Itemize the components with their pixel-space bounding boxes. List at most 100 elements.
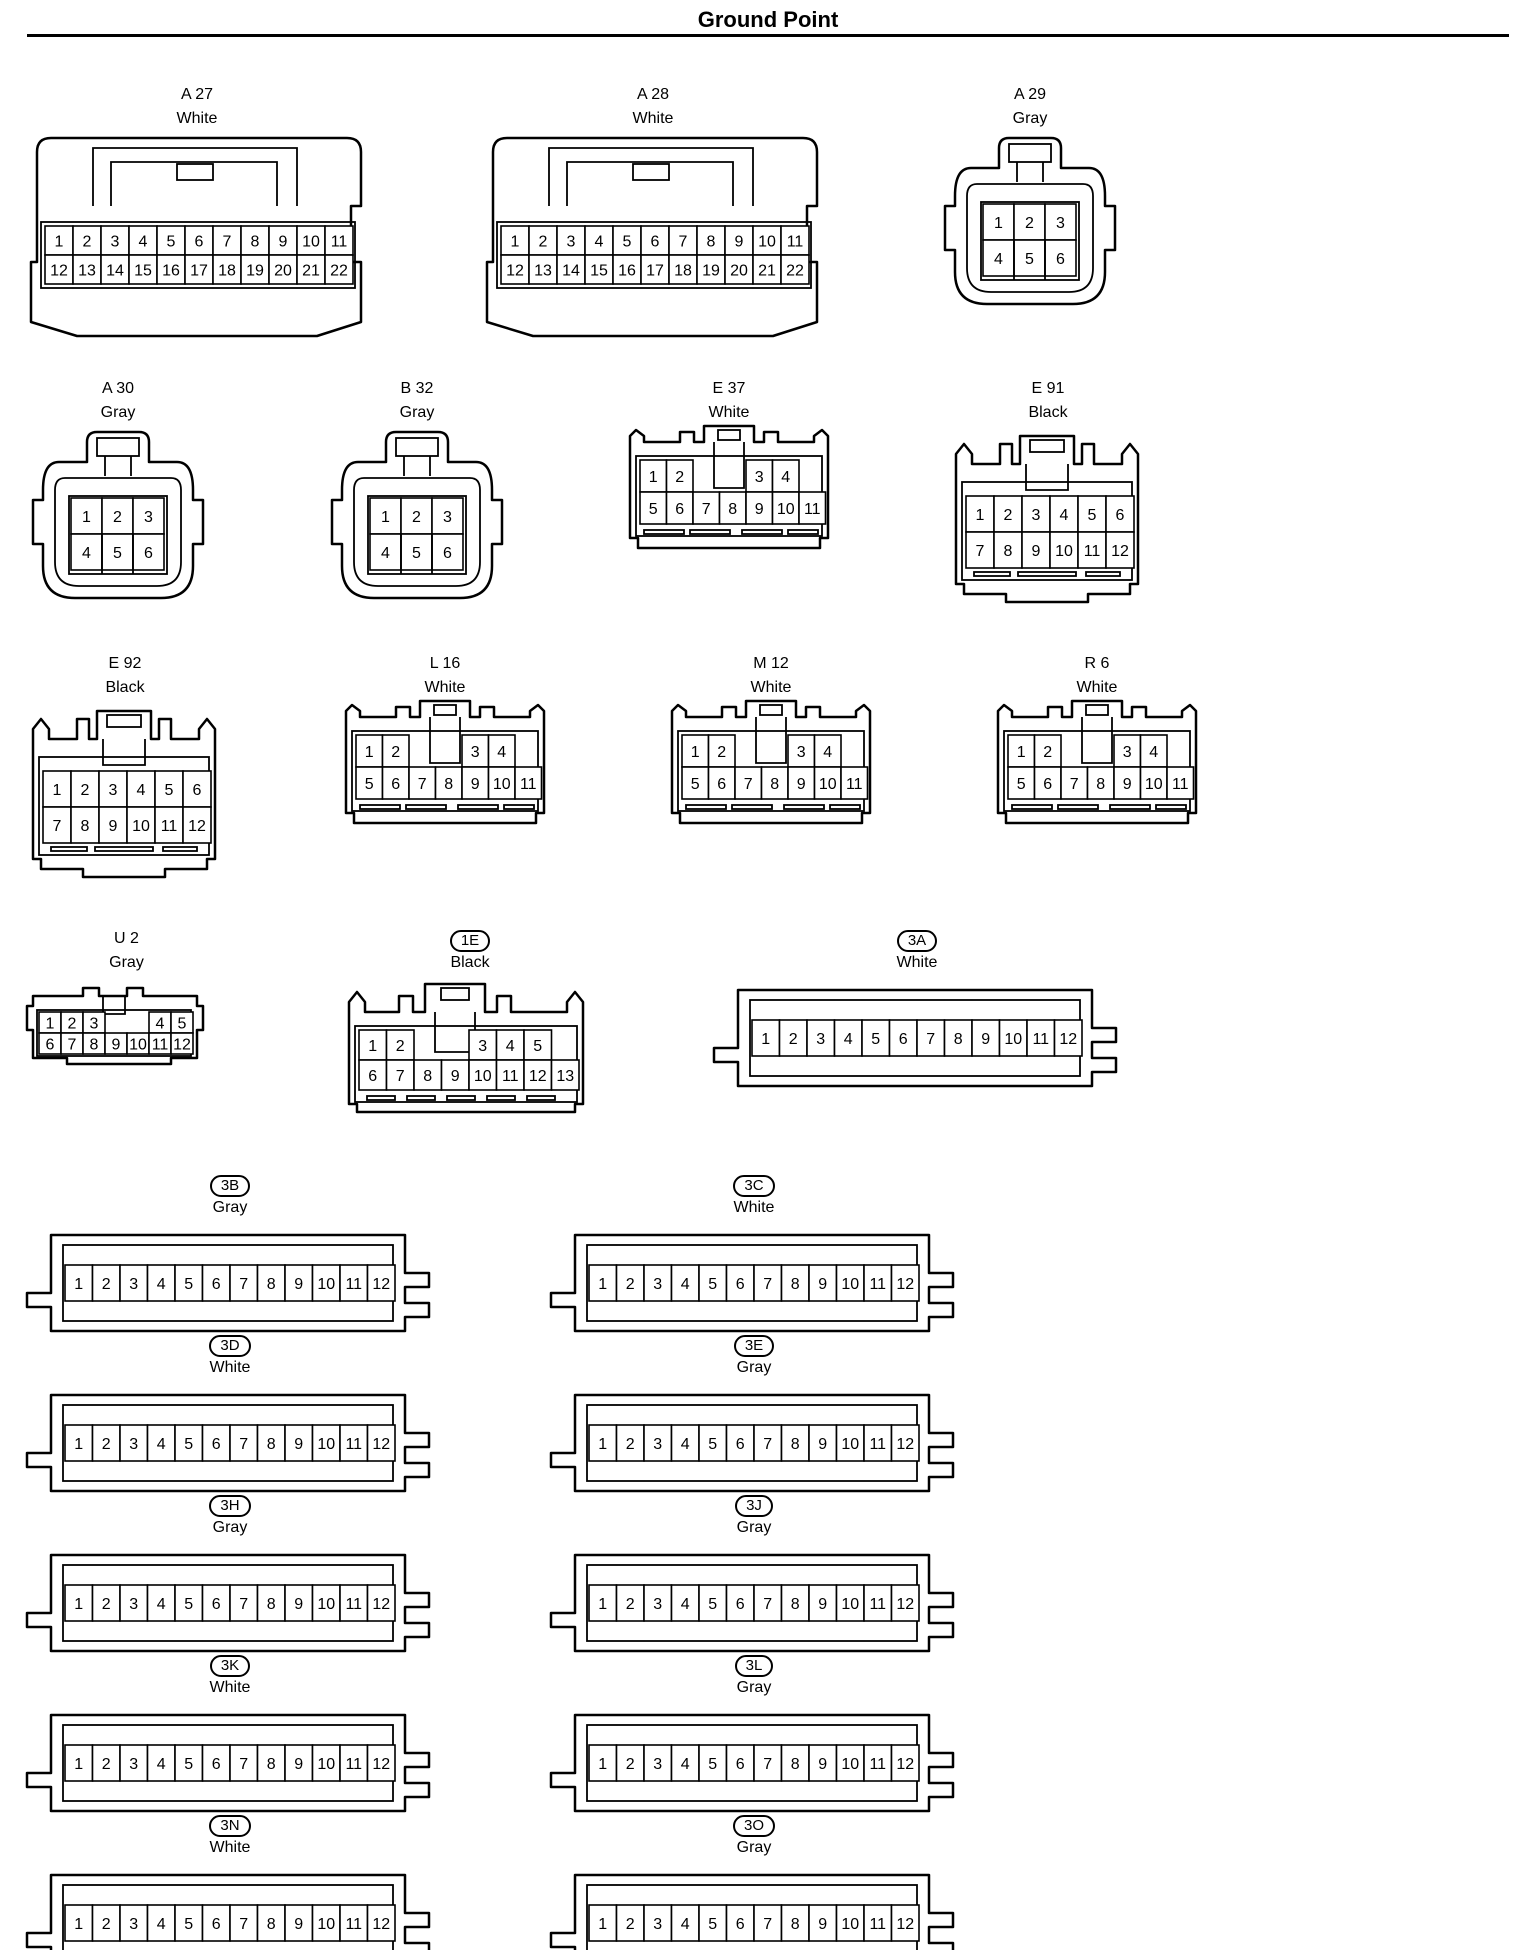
pin-number: 7 <box>1070 776 1079 793</box>
pin-number: 5 <box>412 545 421 562</box>
pin-number: 8 <box>791 1276 800 1293</box>
pin-cell <box>798 491 827 525</box>
pin-number: 5 <box>184 1756 193 1773</box>
pin-number: 1 <box>598 1596 607 1613</box>
pin-cell <box>707 734 736 768</box>
pin-number: 10 <box>841 1756 859 1773</box>
pin-number: 6 <box>212 1276 221 1293</box>
pin-number: 19 <box>246 263 264 280</box>
connector-color: Gray <box>736 1359 772 1376</box>
connector-code-oval: 3K <box>209 1655 251 1677</box>
pin-cell <box>745 459 774 493</box>
pin-number: 12 <box>372 1436 390 1453</box>
pin-number: 10 <box>317 1436 335 1453</box>
pin-number: 8 <box>81 818 90 835</box>
pin-number: 10 <box>132 818 150 835</box>
connector-code-oval: 3A <box>896 930 938 952</box>
pin-number: 6 <box>368 1068 377 1085</box>
pin-cell <box>698 1264 728 1302</box>
pin-number: 11 <box>804 501 821 518</box>
connector-code-text: A 29 <box>1013 86 1047 103</box>
connector-code: M 12 <box>666 655 876 679</box>
pin-number: 1 <box>74 1756 83 1773</box>
pin-number: 22 <box>330 263 348 280</box>
connector-color: Gray <box>1012 110 1048 127</box>
pin-cell <box>753 1584 783 1622</box>
pin-number: 13 <box>534 263 552 280</box>
pin-cell <box>890 1264 920 1302</box>
pin-number: 9 <box>112 1037 121 1054</box>
pin-number: 7 <box>702 501 711 518</box>
pin-cell <box>1060 766 1089 800</box>
pin-cell <box>366 1424 396 1462</box>
pin-number: 17 <box>646 263 664 280</box>
pin-number: 10 <box>493 776 511 793</box>
pin-number: 4 <box>139 234 148 251</box>
pin-number: 2 <box>626 1596 635 1613</box>
pin-number: 2 <box>113 509 122 526</box>
pin-number: 4 <box>157 1276 166 1293</box>
pin-cell <box>324 254 354 285</box>
pin-number: 6 <box>1056 251 1065 268</box>
pin-number: 2 <box>626 1916 635 1933</box>
pin-number: 4 <box>157 1596 166 1613</box>
pin-cell <box>256 1424 286 1462</box>
pin-cell <box>431 497 464 535</box>
pin-number: 6 <box>391 776 400 793</box>
pin-number: 5 <box>1088 507 1097 524</box>
pin-cell <box>201 1264 231 1302</box>
connector-code: E 92 <box>27 655 223 679</box>
pin-number: 1 <box>598 1916 607 1933</box>
pin-cell <box>182 806 212 844</box>
pin-cell <box>665 459 694 493</box>
pin-cell <box>91 1424 121 1462</box>
pin-number: 9 <box>1123 776 1132 793</box>
pin-cell <box>752 254 782 285</box>
pin-cell <box>100 254 130 285</box>
pin-cell <box>780 225 810 256</box>
pin-number: 11 <box>1032 1031 1049 1048</box>
connector-code-oval: 3E <box>733 1335 775 1357</box>
pin-number: 3 <box>567 234 576 251</box>
pin-cell <box>201 1584 231 1622</box>
pin-cell <box>639 491 668 525</box>
connector-color: Gray <box>212 1519 248 1536</box>
pin-cell <box>229 1584 259 1622</box>
pin-cell <box>381 766 410 800</box>
pin-number: 6 <box>899 1031 908 1048</box>
pin-number: 8 <box>1096 776 1105 793</box>
pin-number: 6 <box>736 1276 745 1293</box>
pin-number: 1 <box>46 1016 55 1033</box>
pin-cell <box>119 1424 149 1462</box>
connector-label: A 29 Gray <box>939 86 1121 132</box>
pin-cell <box>256 1744 286 1782</box>
connector-code-oval: 3J <box>735 1495 773 1517</box>
pin-number: 3 <box>129 1596 138 1613</box>
pin-number: 5 <box>708 1756 717 1773</box>
pin-cell <box>982 239 1015 277</box>
pin-number: 2 <box>102 1276 111 1293</box>
pin-cell <box>1044 203 1077 241</box>
pin-cell <box>835 1584 865 1622</box>
pin-cell <box>495 1059 525 1091</box>
pin-cell <box>339 1424 369 1462</box>
pin-cell <box>615 1264 645 1302</box>
pin-number: 9 <box>818 1756 827 1773</box>
pin-cell <box>311 1584 341 1622</box>
pin-cell <box>1077 531 1107 569</box>
connector-code-oval: 3H <box>209 1495 251 1517</box>
pin-number: 3 <box>653 1596 662 1613</box>
pin-number: 9 <box>1032 543 1041 560</box>
pin-number: 9 <box>818 1276 827 1293</box>
pin-cell <box>339 1264 369 1302</box>
pin-number: 3 <box>129 1436 138 1453</box>
